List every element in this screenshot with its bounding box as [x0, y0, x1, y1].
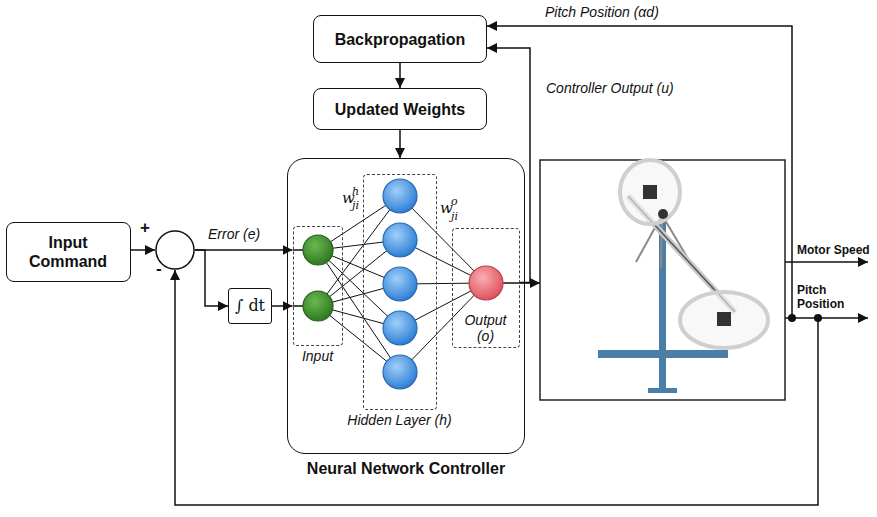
- motor: [643, 185, 657, 199]
- sign-label: +: [140, 219, 150, 237]
- group-label: Output (o): [458, 312, 514, 344]
- weight-subscript: ji: [352, 200, 359, 212]
- layer-group: Hidden Layer (h): [363, 174, 437, 410]
- plant-frame: [540, 160, 785, 400]
- signal-wires: [175, 26, 868, 505]
- box-label: Updated Weights: [335, 100, 465, 119]
- input-neuron: [303, 291, 333, 321]
- weight-symbol: w: [440, 200, 453, 217]
- layer-group: Output (o): [452, 228, 520, 348]
- input-box: Input Command: [6, 222, 131, 282]
- group-label: Input: [302, 348, 333, 364]
- integrator-box: ∫ dt: [228, 288, 272, 324]
- box-label: Input Command: [15, 233, 122, 271]
- group-label: Neural Network Controller: [307, 459, 505, 478]
- hidden-neuron: [383, 179, 417, 213]
- weight-superscript: h: [352, 186, 359, 198]
- plant-photo: [540, 160, 785, 400]
- signal-label: Error (e): [207, 226, 261, 243]
- hidden-neuron: [383, 311, 417, 345]
- stand-foot: [648, 388, 677, 393]
- junction-dot: [788, 314, 796, 322]
- input-neuron: [303, 235, 333, 265]
- connector: [399, 130, 401, 158]
- controller-box: Neural Network ControllerInputHidden Lay…: [287, 158, 525, 454]
- hidden-neuron: [383, 223, 417, 257]
- junction-dot: [814, 314, 822, 322]
- connector: [195, 250, 228, 306]
- sign-label: -: [156, 260, 162, 278]
- rotor-guard: [680, 292, 768, 348]
- signal-label: Controller Output (u): [545, 80, 675, 97]
- signal-label: Pitch Position (αd): [545, 4, 659, 21]
- box-label: ∫ dt: [235, 296, 265, 316]
- summing-junction: +-: [155, 230, 195, 270]
- network-links: [318, 196, 486, 372]
- motor: [717, 312, 731, 326]
- junction-circle: [156, 231, 194, 269]
- rotor-guard: [620, 160, 680, 224]
- stand-foot: [659, 358, 666, 390]
- wire: [293, 249, 303, 251]
- pivot: [658, 209, 668, 219]
- connector: [195, 249, 293, 251]
- connector: [487, 48, 530, 283]
- wire: [785, 261, 868, 263]
- group-label: Hidden Layer (h): [347, 412, 451, 428]
- weight-superscript: o: [451, 196, 458, 208]
- connector: [399, 63, 401, 88]
- box-label: Backpropagation: [335, 30, 466, 49]
- layer-group: Input: [293, 226, 343, 346]
- output-label: Pitch Position: [797, 283, 857, 311]
- hidden-neuron: [383, 267, 417, 301]
- process-box: Updated Weights: [313, 88, 487, 130]
- hidden-neuron: [383, 355, 417, 389]
- output-label: Motor Speed: [797, 243, 870, 257]
- connector: [131, 249, 156, 251]
- output-neuron: [469, 266, 503, 300]
- connector: [272, 305, 293, 307]
- wire: [293, 305, 303, 307]
- process-box: Backpropagation: [313, 15, 487, 63]
- wire: [785, 317, 868, 319]
- weight-subscript: ji: [451, 211, 458, 223]
